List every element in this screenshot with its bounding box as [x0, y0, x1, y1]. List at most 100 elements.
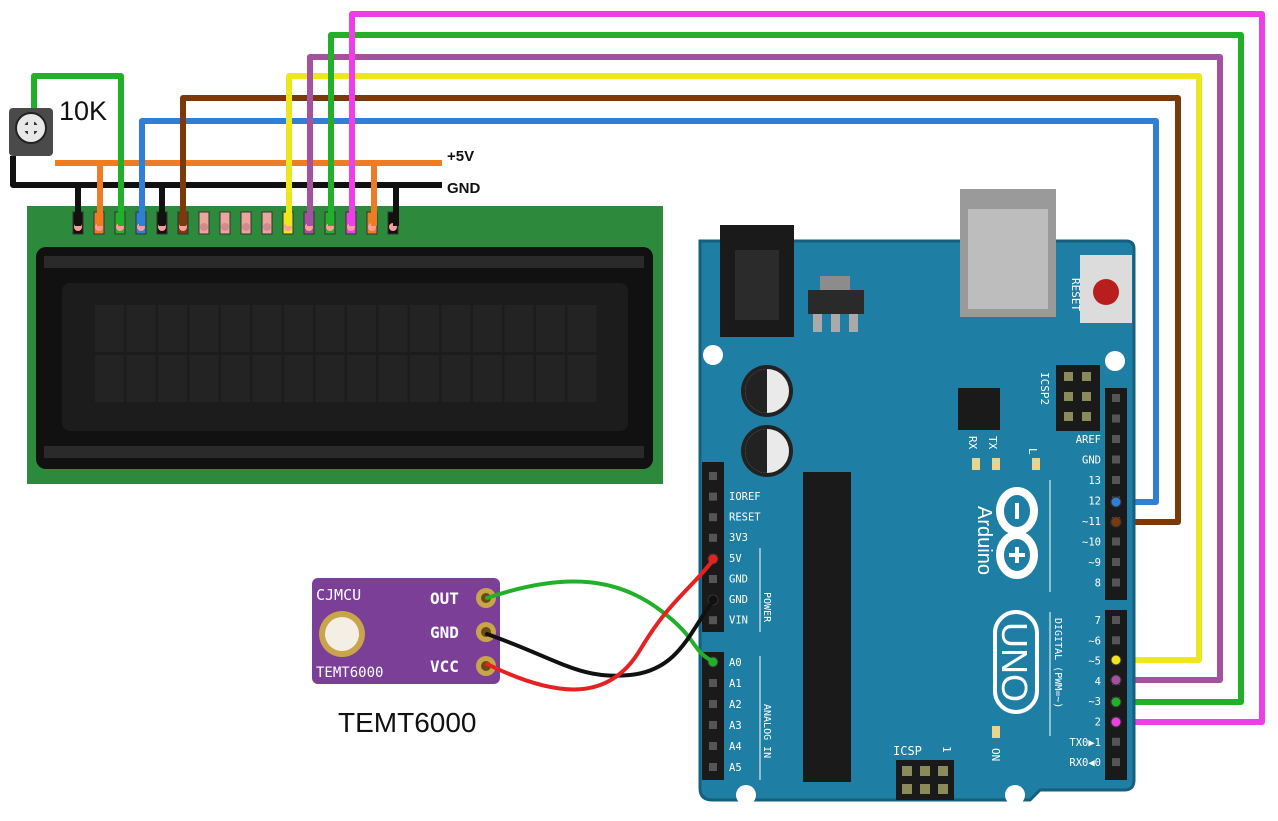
- analog-group-label: ANALOG IN: [761, 704, 772, 758]
- lcd-char-cell: [504, 305, 534, 352]
- pin-label: GND: [729, 594, 748, 606]
- capacitor: [741, 365, 793, 417]
- power-group-label: POWER: [761, 592, 772, 623]
- header-pin-socket[interactable]: [1112, 578, 1120, 587]
- pin-label: ~10: [1082, 537, 1101, 549]
- lcd-char-cell: [158, 355, 187, 402]
- icsp-label: ICSP: [893, 744, 922, 758]
- header-pin-socket[interactable]: [709, 763, 717, 771]
- arduino-infinity-logo-icon: [996, 487, 1038, 579]
- arduino-uno-board: RESET ICSP2 TX RX L: [698, 189, 1136, 805]
- pin-label: A3: [729, 720, 742, 732]
- header-pin-socket[interactable]: [709, 533, 717, 542]
- header-pin-socket[interactable]: [1112, 758, 1120, 767]
- wire-sensor-vcc-to-5v: [485, 557, 716, 692]
- potentiometer: [9, 108, 53, 156]
- lcd-char-cell: [410, 355, 439, 402]
- reset-button-cap: [1093, 279, 1119, 305]
- atmega-chip: [803, 472, 851, 782]
- pin-label: RX0◀0: [1069, 757, 1101, 769]
- voltage-regulator: [808, 290, 864, 314]
- analog-header: [702, 652, 724, 780]
- usb-interface-chip: [958, 388, 1000, 430]
- lcd-wires: [10, 11, 1265, 725]
- sensor-wires: [485, 557, 716, 692]
- wire-sensor-gnd-to-gnd: [485, 598, 716, 678]
- mounting-hole: [736, 785, 756, 805]
- header-pin-socket[interactable]: [709, 679, 717, 687]
- header-pin-socket[interactable]: [1112, 616, 1120, 624]
- wire-pot-contrast: [31, 73, 124, 226]
- pin-label: ~6: [1088, 635, 1101, 647]
- wire-lcd-d7-to-2: [349, 11, 1265, 725]
- lcd-char-cell: [567, 305, 597, 352]
- wire-lcd-rs-to-12: [139, 118, 1159, 505]
- lcd-char-cell: [378, 355, 408, 402]
- header-pin-socket[interactable]: [1112, 435, 1120, 443]
- tx-label: TX: [986, 436, 999, 450]
- sensor-pin-label: VCC: [430, 657, 459, 676]
- wire-sensor-out-to-a0: [485, 579, 716, 664]
- pin-label: A4: [729, 741, 742, 753]
- uno-model-text: UNO: [994, 622, 1035, 702]
- lcd-char-cell: [189, 305, 219, 352]
- header-pin-socket[interactable]: [709, 742, 717, 750]
- on-label: ON: [989, 748, 1002, 761]
- arduino-brand-text: Arduino: [973, 506, 995, 575]
- header-pin-socket[interactable]: [709, 616, 717, 625]
- sensor-pin-label: GND: [430, 623, 459, 642]
- lcd-char-cell: [95, 355, 124, 402]
- header-pin-socket[interactable]: [709, 513, 717, 522]
- header-pin-socket[interactable]: [1112, 737, 1120, 746]
- lcd-module: [27, 206, 663, 484]
- pin-label: TX0▶1: [1069, 737, 1101, 749]
- pin-label: 3V3: [729, 532, 748, 544]
- rx-label: RX: [966, 436, 979, 450]
- header-pin-socket[interactable]: [709, 472, 717, 480]
- header-pin-socket[interactable]: [1112, 394, 1120, 402]
- pin-label: A2: [729, 699, 742, 711]
- header-pin-socket[interactable]: [709, 721, 717, 729]
- sensor-caption: TEMT6000: [338, 707, 477, 738]
- header-pin-socket[interactable]: [709, 700, 717, 708]
- pin-label: GND: [1082, 455, 1101, 467]
- lcd-char-cell: [126, 305, 156, 352]
- lcd-char-cell: [221, 305, 250, 352]
- mounting-hole: [1105, 351, 1125, 371]
- pin-label: GND: [729, 573, 748, 585]
- rail-gnd-label: GND: [447, 180, 481, 197]
- lcd-char-cell: [221, 355, 250, 402]
- lcd-char-cell: [536, 305, 565, 352]
- header-pin-socket[interactable]: [1112, 558, 1120, 566]
- header-pin-socket[interactable]: [1112, 414, 1120, 423]
- rail-5v-label: +5V: [447, 148, 474, 165]
- lcd-char-cell: [347, 305, 376, 352]
- header-pin-socket[interactable]: [709, 492, 717, 501]
- header-pin-socket[interactable]: [1112, 476, 1120, 484]
- lcd-char-cell: [504, 355, 534, 402]
- sensor-pin-label: OUT: [430, 589, 459, 608]
- header-pin-socket[interactable]: [709, 575, 717, 583]
- mounting-hole: [1005, 785, 1025, 805]
- pin-label: A0: [729, 657, 742, 669]
- wire-lcd-d6-to-3: [328, 32, 1244, 705]
- lcd-char-cell: [158, 305, 187, 352]
- icsp2-label: ICSP2: [1038, 372, 1051, 405]
- pin-label: VIN: [729, 615, 748, 627]
- header-pin-socket[interactable]: [1112, 537, 1120, 546]
- lcd-char-cell: [315, 305, 345, 352]
- pin-label: 4: [1095, 676, 1101, 688]
- pin-label: RESET: [729, 512, 761, 524]
- pin-label: 5V: [729, 553, 742, 565]
- pin-label: 8: [1095, 578, 1101, 590]
- mounting-hole: [703, 345, 723, 365]
- lcd-char-cell: [410, 305, 439, 352]
- lcd-char-cell: [252, 305, 282, 352]
- lcd-char-cell: [95, 305, 124, 352]
- header-pin-socket[interactable]: [1112, 636, 1120, 645]
- wire-gnd-rail: [10, 156, 442, 188]
- header-pin-socket[interactable]: [1112, 455, 1120, 464]
